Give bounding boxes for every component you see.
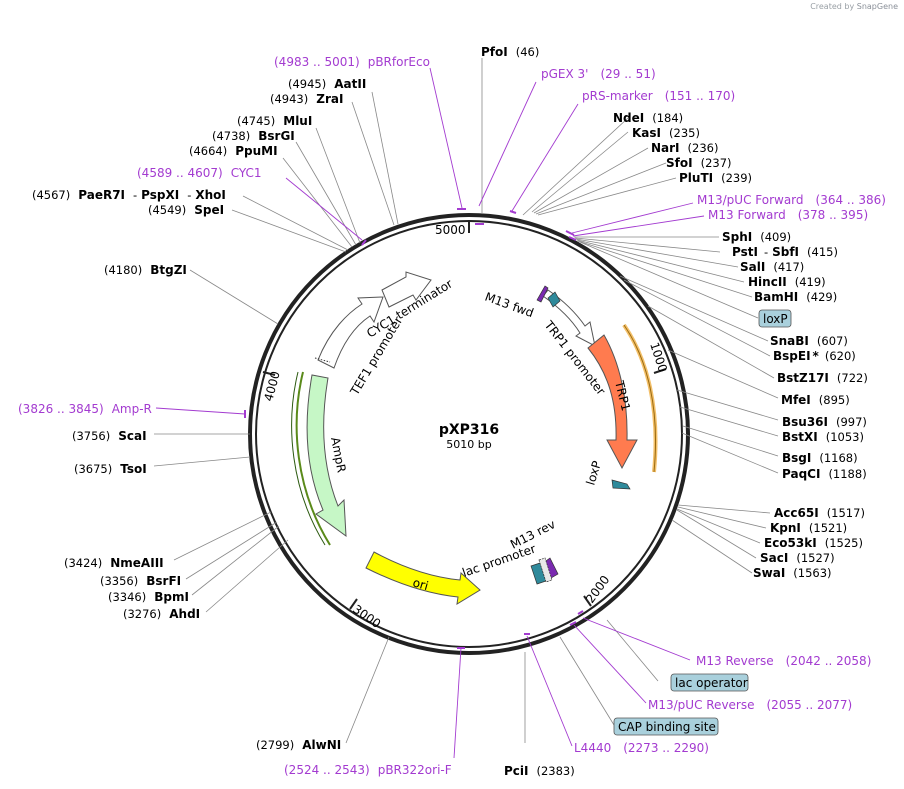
m13fwd-small-arrow xyxy=(536,285,549,303)
enzyme-btgzi: (4180)BtgZI xyxy=(104,263,187,277)
enzyme-psti-sbfi: PstI-SbfI(415) xyxy=(732,245,838,259)
tick-3000 xyxy=(349,598,358,610)
enzyme-sfoi: SfoI(237) xyxy=(666,156,732,170)
enzyme-bspei: BspEI*(620) xyxy=(773,349,856,363)
primer-mark-pbrforeco xyxy=(457,208,466,210)
plasmid-name: pXP316 xyxy=(439,422,499,438)
cyc1-terminator-arrow xyxy=(381,271,432,308)
enzyme-scai: (3756)ScaI xyxy=(72,429,147,443)
primer-l4440: L4440(2273 .. 2290) xyxy=(574,741,709,755)
tick-marks xyxy=(262,220,667,610)
loxp-teal-arrow xyxy=(611,479,631,490)
primer-mark-m13rev xyxy=(577,610,584,615)
enzyme-sphi: SphI(409) xyxy=(722,230,791,244)
primer-marks xyxy=(244,208,584,649)
enzyme-saci: SacI(1527) xyxy=(760,551,835,565)
enzyme-mfei: MfeI(895) xyxy=(781,393,850,407)
enzyme-zrai: (4943)ZraI xyxy=(270,92,343,106)
enzyme-ndei: NdeI(184) xyxy=(613,111,683,125)
enzyme-aatii: (4945)AatII xyxy=(288,77,366,91)
enzyme-ppumi: (4664)PpuMI xyxy=(189,144,278,158)
enzyme-mlui: (4745)MluI xyxy=(237,114,312,128)
enzyme-bpmi: (3346)BpmI xyxy=(108,590,189,604)
lac-operator-mark xyxy=(538,557,553,583)
ampr-primer-line-dark xyxy=(291,371,326,546)
primer-pgex3: pGEX 3'(29 .. 51) xyxy=(541,67,656,81)
label-loxp-inner: loxP xyxy=(583,459,604,487)
enzyme-bsu36i: Bsu36I(997) xyxy=(782,415,867,429)
ampr-arrow xyxy=(306,374,347,538)
enzyme-hincii: HincII(419) xyxy=(748,275,826,289)
tick-label-1000: 1000 xyxy=(647,341,670,374)
enzyme-kpni: KpnI(1521) xyxy=(770,521,847,535)
tick-4000 xyxy=(262,371,276,376)
enzyme-paqci: PaqCI(1188) xyxy=(782,467,867,481)
enzyme-nari: NarI(236) xyxy=(651,141,718,155)
primer-m13-forward: M13 Forward(378 .. 395) xyxy=(708,208,868,222)
primer-pbrforeco: (4983 .. 5001)pBRforEco xyxy=(274,55,430,69)
enzyme-swai: SwaI(1563) xyxy=(753,566,832,580)
label-lac-promoter: lac promoter xyxy=(460,542,537,580)
tick-1000 xyxy=(653,368,667,374)
primer-amp-r: (3826 .. 3845)Amp-R xyxy=(18,402,152,416)
trp1-arrow xyxy=(587,334,638,470)
ori-arrow xyxy=(365,551,481,605)
feature-box-loxp-label: loxP xyxy=(763,312,788,326)
enzyme-snabi: SnaBI(607) xyxy=(770,334,848,348)
primer-mark-cyc1 xyxy=(361,239,367,246)
primer-mark-m13pucfwd xyxy=(565,230,575,236)
tef1-promoter-arrow xyxy=(317,296,384,369)
enzyme-tsoi: (3675)TsoI xyxy=(74,462,147,476)
ampr-primer-line xyxy=(295,371,331,546)
enzyme-eco53ki: Eco53kI(1525) xyxy=(764,536,863,550)
primer-prsmarker: pRS-marker(151 .. 170) xyxy=(582,89,735,103)
primer-mark-prsmarker xyxy=(509,210,517,214)
primer-leaders xyxy=(155,67,705,759)
enzyme-bamhi: BamHI(429) xyxy=(754,290,837,304)
enzyme-bstz17i: BstZ17I(722) xyxy=(777,371,868,385)
enzyme-acc65i: Acc65I(1517) xyxy=(774,506,865,520)
primer-cyc1: (4589 .. 4607)CYC1 xyxy=(137,166,262,180)
enzyme-leaders xyxy=(153,58,779,744)
feature-box-loxp[interactable]: loxP xyxy=(758,309,792,328)
snapgene-logo-text: SnapGene xyxy=(856,2,898,11)
cyc1-dotted xyxy=(314,357,331,363)
feature-box-lac-operator[interactable]: lac operator xyxy=(670,673,749,692)
features xyxy=(291,271,658,605)
primer-m13puc-reverse: M13/pUC Reverse(2055 .. 2077) xyxy=(648,698,852,712)
enzyme-pfoi: PfoI(46) xyxy=(481,45,539,59)
primer-m13-reverse: M13 Reverse(2042 .. 2058) xyxy=(696,654,871,668)
enzyme-sali: SalI(417) xyxy=(740,260,804,274)
label-m13fwd: M13 fwd xyxy=(483,290,536,321)
enzyme-paer7i-group: (4567)PaeR7I-PspXI-XhoI xyxy=(32,188,226,202)
primer-mark-m13fwd xyxy=(568,236,577,241)
enzyme-bsgi: BsgI(1168) xyxy=(782,451,858,465)
tick-label-5000: 5000 xyxy=(435,223,466,237)
enzyme-spei: (4549)SpeI xyxy=(148,203,224,217)
primer-m13puc-forward: M13/pUC Forward(364 .. 386) xyxy=(697,193,886,207)
label-ori: ori xyxy=(411,575,430,593)
label-ampr: AmpR xyxy=(328,436,349,474)
credit-prefix: Created by xyxy=(810,2,855,11)
primer-mark-m13pucrev xyxy=(569,621,577,626)
enzyme-alwni: (2799)AlwNI xyxy=(256,738,341,752)
enzyme-pcii: PciI(2383) xyxy=(504,764,575,778)
enzyme-nmeaiii: (3424)NmeAIII xyxy=(64,556,164,570)
enzyme-pluti: PluTI(239) xyxy=(679,171,752,185)
plasmid-length: 5010 bp xyxy=(446,438,491,451)
tick-2000 xyxy=(583,595,592,607)
feature-box-lac-operator-label: lac operator xyxy=(675,676,748,690)
primer-pbr322ori-f: (2524 .. 2543)pBR322ori-F xyxy=(284,763,452,777)
feature-box-cap-binding-site-label: CAP binding site xyxy=(618,720,716,734)
m13fwd-teal-arrow xyxy=(547,291,561,308)
feature-box-cap-binding-site[interactable]: CAP binding site xyxy=(613,717,719,736)
enzyme-bsrgi: (4738)BsrGI xyxy=(212,129,295,143)
loxp-orange-line-core xyxy=(623,324,657,473)
enzyme-bsrfi: (3356)BsrFI xyxy=(100,574,181,588)
enzyme-kasi: KasI(235) xyxy=(632,126,700,140)
snapgene-credit: Created by SnapGene xyxy=(810,2,898,11)
enzyme-bstxi: BstXI(1053) xyxy=(782,430,864,444)
enzyme-ahdi: (3276)AhdI xyxy=(123,607,200,621)
